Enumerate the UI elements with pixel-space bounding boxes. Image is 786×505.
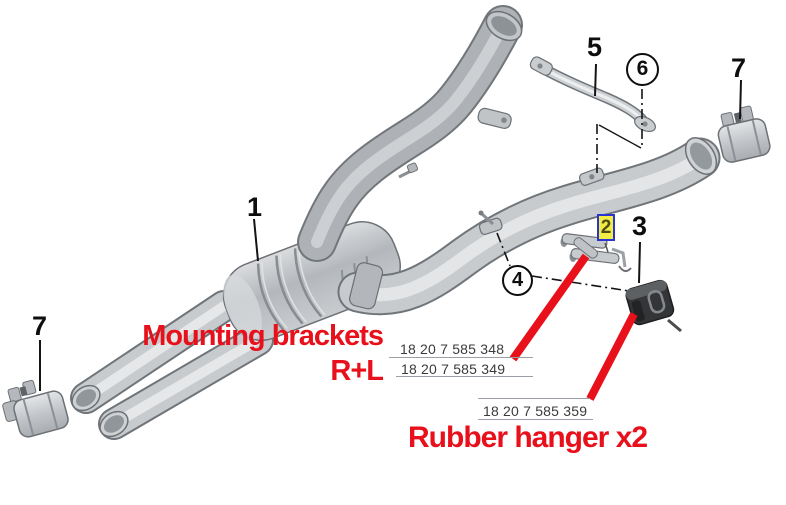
part-number-underline [396, 376, 533, 377]
front-pipe-drawing [297, 5, 523, 262]
callout-7-clamp-front[interactable]: 7 [32, 311, 48, 341]
annotation-mounting-brackets: Mounting brackets [142, 320, 384, 352]
rubber-hanger-drawing [625, 279, 682, 333]
part-number-bracket-right[interactable]: 18 20 7 585 348 [400, 341, 505, 357]
callout-7-clamp-rear[interactable]: 7 [731, 53, 747, 83]
annotation-rubber-hanger: Rubber hanger x2 [408, 421, 648, 454]
part-number-overline [478, 398, 590, 399]
part-number-underline [389, 357, 533, 358]
clamp-front-drawing [2, 379, 69, 438]
callout-4-circled[interactable]: 4 [502, 265, 533, 296]
callout-5-strap[interactable]: 5 [587, 32, 603, 62]
part-number-bracket-left[interactable]: 18 20 7 585 349 [401, 361, 506, 377]
twin-pipes-drawing [70, 290, 274, 440]
red-pointer-lines [509, 253, 638, 401]
annotation-mounting-brackets-rl: R+L [330, 355, 384, 387]
leader-lines [39, 63, 742, 391]
mounting-bracket-drawing [560, 233, 632, 272]
assembly-dash-lines [496, 89, 643, 292]
clamp-rear-drawing [717, 105, 771, 163]
part-number-underline [478, 419, 593, 420]
pipe-flange-tab [477, 107, 512, 129]
callout-6-circled[interactable]: 6 [626, 53, 659, 86]
callout-1-muffler[interactable]: 1 [247, 192, 263, 222]
callout-2-bracket-highlighted[interactable]: 2 [597, 214, 615, 241]
part-number-rubber-hanger[interactable]: 18 20 7 585 359 [483, 403, 588, 419]
strap-mount-tab [578, 167, 605, 186]
rear-pipe-drawing [337, 137, 721, 316]
brace-strap-drawing [529, 56, 656, 133]
callout-3-rubber-hanger[interactable]: 3 [632, 211, 648, 241]
